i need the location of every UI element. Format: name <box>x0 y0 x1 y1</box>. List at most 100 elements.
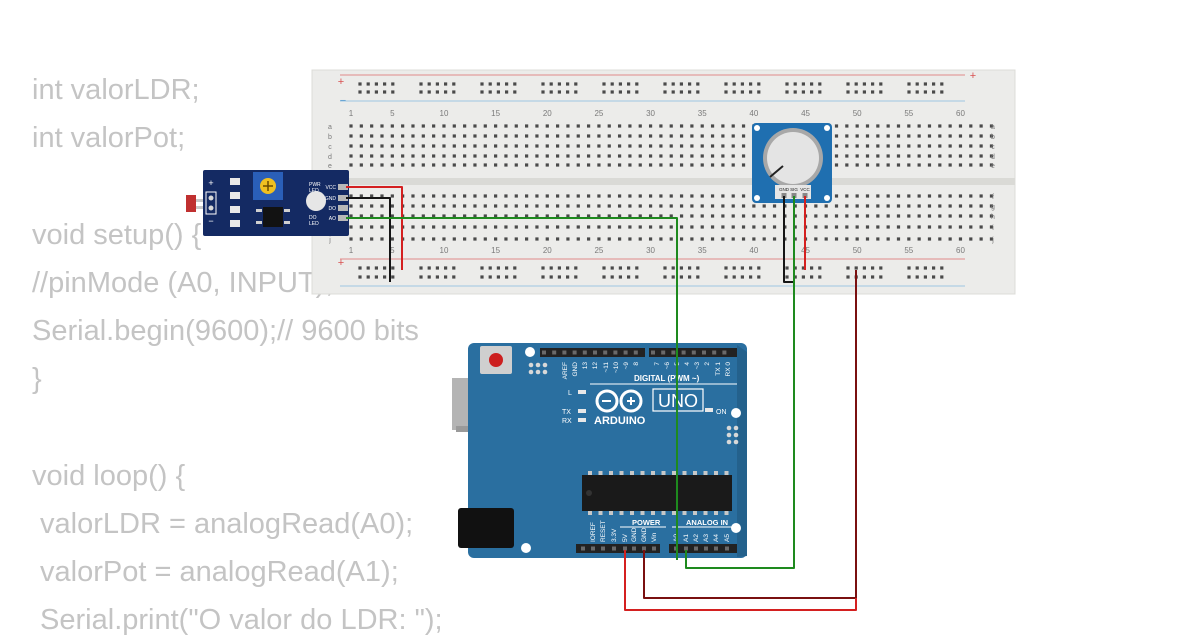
breadboard-hole[interactable] <box>741 225 746 229</box>
rail-hole[interactable] <box>749 90 753 94</box>
breadboard-hole[interactable] <box>628 204 632 208</box>
breadboard-hole[interactable] <box>597 144 601 148</box>
breadboard-hole[interactable] <box>380 134 384 138</box>
breadboard-hole[interactable] <box>545 214 549 218</box>
breadboard-hole[interactable] <box>896 144 901 148</box>
breadboard-hole[interactable] <box>741 144 746 148</box>
rail-hole[interactable] <box>879 275 883 279</box>
breadboard-hole[interactable] <box>421 214 425 218</box>
breadboard-hole[interactable] <box>958 214 963 218</box>
rail-hole[interactable] <box>374 275 378 279</box>
rail-hole[interactable] <box>549 266 553 270</box>
breadboard-hole[interactable] <box>927 194 932 198</box>
breadboard-hole[interactable] <box>514 144 518 148</box>
breadboard-hole[interactable] <box>834 154 839 158</box>
breadboard-hole[interactable] <box>710 134 715 138</box>
breadboard-hole[interactable] <box>535 144 539 148</box>
rail-hole[interactable] <box>932 275 936 279</box>
breadboard-hole[interactable] <box>617 124 622 128</box>
breadboard-hole[interactable] <box>576 225 580 229</box>
rail-hole[interactable] <box>549 90 553 94</box>
breadboard-hole[interactable] <box>731 163 735 167</box>
rail-hole[interactable] <box>627 82 631 86</box>
header-hole[interactable] <box>542 350 546 355</box>
breadboard-hole[interactable] <box>545 163 549 167</box>
breadboard-hole[interactable] <box>483 163 487 167</box>
header-hole[interactable] <box>712 350 717 355</box>
breadboard-hole[interactable] <box>504 194 508 198</box>
breadboard-hole[interactable] <box>411 194 415 198</box>
rail-hole[interactable] <box>444 90 448 94</box>
rail-hole[interactable] <box>366 90 370 94</box>
breadboard-hole[interactable] <box>473 194 477 198</box>
breadboard-hole[interactable] <box>989 237 994 241</box>
rail-hole[interactable] <box>358 266 362 270</box>
breadboard-hole[interactable] <box>927 237 932 241</box>
breadboard-hole[interactable] <box>710 214 715 218</box>
rail-hole[interactable] <box>854 266 858 270</box>
rail-hole[interactable] <box>427 82 431 86</box>
breadboard-hole[interactable] <box>845 194 849 198</box>
breadboard-hole[interactable] <box>958 144 963 148</box>
breadboard-hole[interactable] <box>370 154 374 158</box>
rail-hole[interactable] <box>793 275 797 279</box>
header-hole[interactable] <box>552 350 557 355</box>
breadboard-hole[interactable] <box>452 237 456 241</box>
breadboard-hole[interactable] <box>896 204 901 208</box>
breadboard-hole[interactable] <box>917 163 921 167</box>
breadboard-hole[interactable] <box>525 237 529 241</box>
breadboard-hole[interactable] <box>411 154 415 158</box>
breadboard-hole[interactable] <box>638 134 642 138</box>
breadboard-hole[interactable] <box>535 134 539 138</box>
breadboard-hole[interactable] <box>535 124 539 128</box>
breadboard-hole[interactable] <box>938 204 942 208</box>
breadboard-hole[interactable] <box>721 144 725 148</box>
breadboard-hole[interactable] <box>349 214 353 218</box>
rail-hole[interactable] <box>732 266 736 270</box>
breadboard-hole[interactable] <box>793 237 797 241</box>
breadboard-hole[interactable] <box>989 194 994 198</box>
header-hole[interactable] <box>593 350 597 355</box>
rail-hole[interactable] <box>663 266 667 270</box>
breadboard-hole[interactable] <box>762 214 766 218</box>
header-hole[interactable] <box>632 546 636 551</box>
rail-hole[interactable] <box>505 90 509 94</box>
breadboard-hole[interactable] <box>483 154 487 158</box>
breadboard-hole[interactable] <box>566 154 570 158</box>
rail-hole[interactable] <box>940 266 944 270</box>
breadboard-hole[interactable] <box>710 144 715 148</box>
rail-hole[interactable] <box>801 266 805 270</box>
breadboard-hole[interactable] <box>617 134 622 138</box>
breadboard-hole[interactable] <box>545 237 549 241</box>
breadboard-hole[interactable] <box>772 214 777 218</box>
breadboard-hole[interactable] <box>659 134 663 138</box>
breadboard-hole[interactable] <box>865 163 870 167</box>
breadboard-hole[interactable] <box>845 237 849 241</box>
rail-hole[interactable] <box>818 266 822 270</box>
breadboard-hole[interactable] <box>927 154 932 158</box>
breadboard-hole[interactable] <box>463 204 467 208</box>
breadboard-hole[interactable] <box>679 194 684 198</box>
breadboard-hole[interactable] <box>535 225 539 229</box>
breadboard-hole[interactable] <box>628 225 632 229</box>
breadboard-hole[interactable] <box>700 204 704 208</box>
rail-hole[interactable] <box>923 275 927 279</box>
breadboard-hole[interactable] <box>917 225 921 229</box>
breadboard-hole[interactable] <box>876 124 880 128</box>
breadboard-hole[interactable] <box>690 124 694 128</box>
ldr-pin[interactable] <box>338 215 348 221</box>
breadboard-hole[interactable] <box>586 163 591 167</box>
breadboard-hole[interactable] <box>886 124 890 128</box>
breadboard-hole[interactable] <box>442 214 446 218</box>
rail-hole[interactable] <box>444 266 448 270</box>
breadboard[interactable]: + + + − 11551010151520202525303035354040… <box>311 69 1016 295</box>
rail-hole[interactable] <box>574 275 578 279</box>
breadboard-hole[interactable] <box>690 144 694 148</box>
breadboard-hole[interactable] <box>504 134 508 138</box>
header-hole[interactable] <box>651 350 655 355</box>
breadboard-hole[interactable] <box>463 134 467 138</box>
rail-hole[interactable] <box>574 90 578 94</box>
rail-hole[interactable] <box>810 90 814 94</box>
rail-hole[interactable] <box>696 275 700 279</box>
